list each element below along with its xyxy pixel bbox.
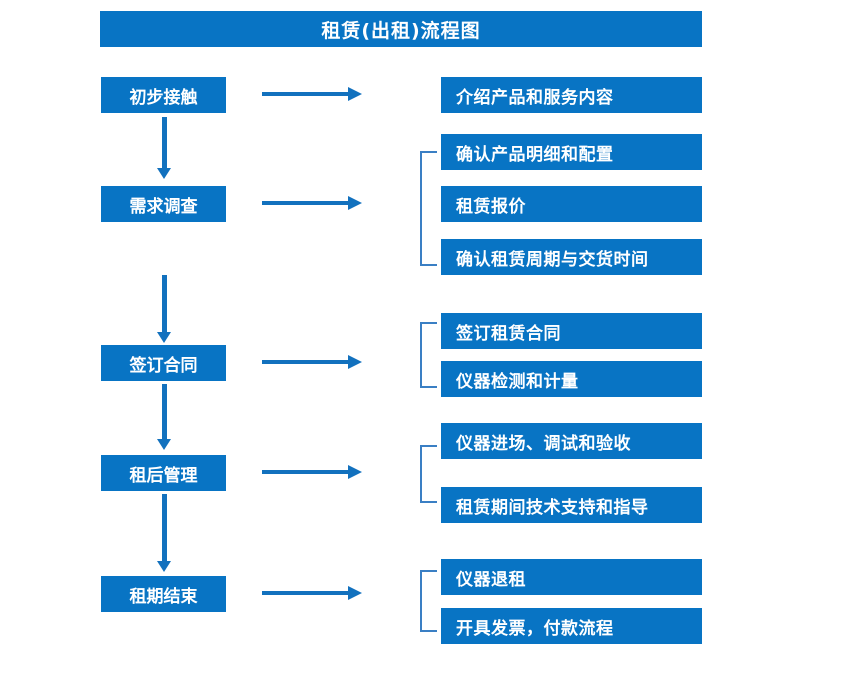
arrow-head: [348, 355, 362, 369]
detail-node-4-2[interactable]: 租赁期间技术支持和指导: [441, 487, 702, 523]
right-arrow-icon: [262, 465, 362, 479]
arrow-shaft: [262, 591, 350, 595]
stage-node-sign-contract[interactable]: 签订合同: [101, 345, 226, 381]
stage-node-rental-end[interactable]: 租期结束: [101, 576, 226, 612]
arrow-head: [348, 586, 362, 600]
arrow-head: [157, 439, 171, 450]
group-bracket: [420, 570, 437, 632]
right-arrow-icon: [262, 196, 362, 210]
stage-node-demand-survey[interactable]: 需求调查: [101, 186, 226, 222]
arrow-shaft: [162, 275, 167, 332]
arrow-shaft: [262, 470, 350, 474]
stage-node-post-rental-management[interactable]: 租后管理: [101, 455, 226, 491]
right-arrow-icon: [262, 586, 362, 600]
detail-node-5-1[interactable]: 仪器退租: [441, 559, 702, 595]
arrow-shaft: [162, 117, 167, 168]
page-title: 租赁(出租)流程图: [100, 11, 702, 47]
detail-node-5-2[interactable]: 开具发票，付款流程: [441, 608, 702, 644]
detail-node-4-1[interactable]: 仪器进场、调试和验收: [441, 423, 702, 459]
right-arrow-icon: [262, 87, 362, 101]
detail-node-2-3[interactable]: 确认租赁周期与交货时间: [441, 239, 702, 275]
down-arrow-icon: [157, 384, 172, 450]
down-arrow-icon: [157, 275, 172, 343]
arrow-head: [157, 561, 171, 572]
detail-node-1-1[interactable]: 介绍产品和服务内容: [441, 77, 702, 113]
arrow-shaft: [262, 360, 350, 364]
detail-node-3-1[interactable]: 签订租赁合同: [441, 313, 702, 349]
arrow-head: [157, 332, 171, 343]
arrow-shaft: [262, 201, 350, 205]
arrow-head: [157, 168, 171, 179]
arrow-shaft: [162, 384, 167, 439]
down-arrow-icon: [157, 494, 172, 572]
right-arrow-icon: [262, 355, 362, 369]
down-arrow-icon: [157, 117, 172, 179]
arrow-head: [348, 465, 362, 479]
group-bracket: [420, 151, 437, 266]
detail-node-2-2[interactable]: 租赁报价: [441, 186, 702, 222]
arrow-head: [348, 87, 362, 101]
group-bracket: [420, 322, 437, 388]
detail-node-3-2[interactable]: 仪器检测和计量: [441, 361, 702, 397]
detail-node-2-1[interactable]: 确认产品明细和配置: [441, 134, 702, 170]
group-bracket: [420, 445, 437, 503]
arrow-head: [348, 196, 362, 210]
arrow-shaft: [162, 494, 167, 561]
stage-node-initial-contact[interactable]: 初步接触: [101, 77, 226, 113]
arrow-shaft: [262, 92, 350, 96]
